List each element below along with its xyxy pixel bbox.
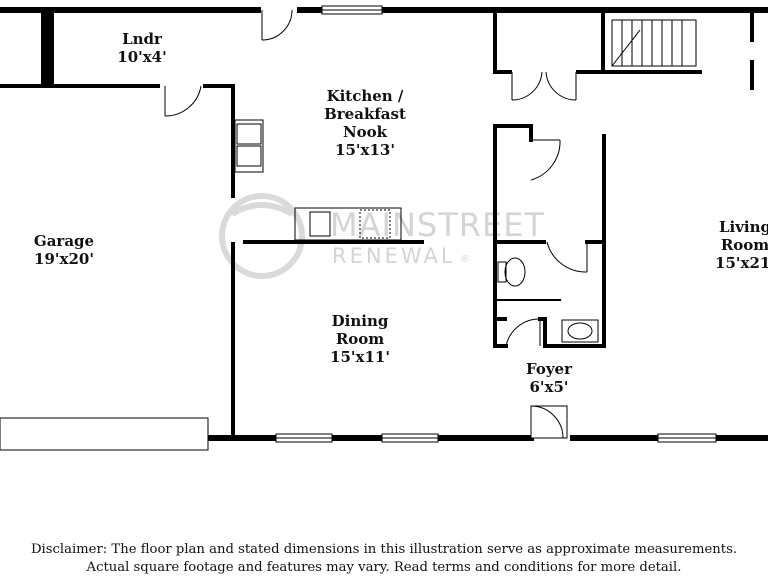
sink-icon (236, 123, 262, 145)
windows (0, 5, 717, 451)
kitchen-name-line3: Nook (343, 123, 388, 141)
laundry-dim: 10'x4' (117, 48, 166, 66)
disclaimer-line-2: Actual square footage and features may v… (86, 560, 682, 575)
living-name-line1: Living (719, 218, 768, 236)
dining-name-line1: Dining (332, 312, 389, 330)
range-icon (359, 209, 391, 239)
doors (164, 9, 588, 439)
dining-name-line2: Room (336, 330, 384, 348)
foyer-dim: 6'x5' (529, 378, 568, 396)
kitchen-fixtures (234, 119, 402, 241)
foyer-name: Foyer (526, 360, 573, 378)
watermark-swoosh-icon (230, 202, 294, 217)
garage-name: Garage (34, 232, 94, 250)
watermark-logo-icon (219, 193, 305, 279)
laundry-name: Lndr (122, 30, 163, 48)
garage-dim: 19'x20' (34, 250, 94, 268)
walls (0, 7, 768, 441)
toilet-icon (504, 257, 526, 287)
staircase (611, 19, 697, 67)
watermark-registered-mark: ® (460, 254, 470, 265)
dining-dim: 15'x11' (330, 348, 390, 366)
watermark-logo: MAINSTREET RENEWAL ® (219, 193, 545, 279)
disclaimer: Disclaimer: The floor plan and stated di… (0, 541, 768, 577)
disclaimer-line-1: Disclaimer: The floor plan and stated di… (30, 542, 738, 557)
room-labels: Lndr 10'x4' Kitchen / Breakfast Nook 15'… (34, 30, 768, 396)
bath-sink-icon (567, 322, 593, 340)
living-dim: 15'x21' (715, 254, 768, 272)
watermark-brand: MAINSTREET (330, 206, 545, 244)
living-name-line2: Room (721, 236, 768, 254)
kitchen-name-line1: Kitchen / (327, 87, 404, 105)
kitchen-dim: 15'x13' (335, 141, 395, 159)
watermark-sub: RENEWAL (332, 244, 456, 268)
island-sink-icon (309, 211, 331, 237)
bath-fixtures (497, 257, 599, 343)
kitchen-name-line2: Breakfast (324, 105, 406, 123)
